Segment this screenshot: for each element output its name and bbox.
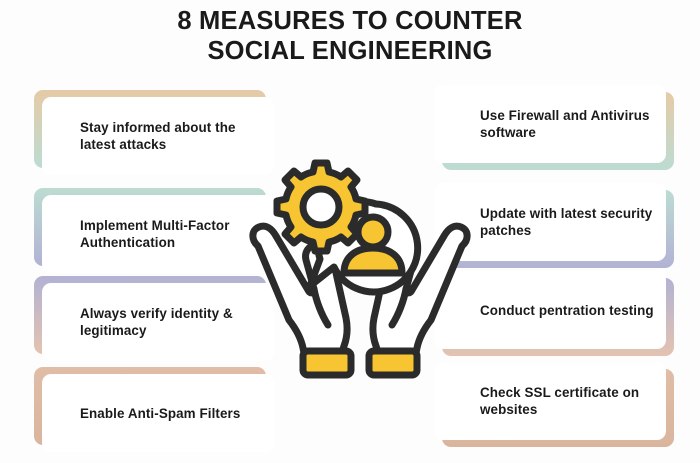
card-label: Stay informed about the latest attacks (80, 120, 236, 152)
card-face: Update with latest security patches (434, 183, 666, 261)
page-title-line-1: 8 MEASURES TO COUNTER (177, 7, 523, 35)
open-hands-illustration (248, 148, 472, 383)
page-title: 8 MEASURES TO COUNTER SOCIAL ENGINEERING (0, 6, 700, 66)
card-face: Stay informed about the latest attacks (42, 97, 274, 175)
page-title-line-2: SOCIAL ENGINEERING (207, 37, 493, 65)
measure-card-6[interactable]: Update with latest security patches (434, 183, 674, 268)
measure-card-1[interactable]: Stay informed about the latest attacks (34, 90, 274, 175)
wrist-cuff-left (299, 347, 355, 379)
card-label: Check SSL certificate on websites (480, 385, 640, 417)
gear-icon (273, 159, 369, 255)
measure-card-8[interactable]: Check SSL certificate on websites (434, 362, 674, 447)
card-label: Implement Multi-Factor Authentication (80, 218, 230, 250)
measure-card-5[interactable]: Use Firewall and Antivirus software (434, 85, 674, 170)
measure-card-7[interactable]: Conduct pentration testing (434, 271, 674, 356)
card-label: Update with latest security patches (480, 206, 653, 238)
card-label: Enable Anti-Spam Filters (80, 405, 241, 421)
card-label: Conduct pentration testing (480, 302, 654, 318)
wrist-cuff-right (365, 347, 421, 379)
user-person-icon (340, 213, 406, 277)
card-label: Use Firewall and Antivirus software (480, 108, 650, 140)
card-face: Implement Multi-Factor Authentication (42, 195, 274, 273)
card-label: Always verify identity & legitimacy (80, 306, 233, 338)
gear-center-hole (299, 185, 343, 229)
card-face: Use Firewall and Antivirus software (434, 85, 666, 163)
card-face: Conduct pentration testing (434, 271, 666, 349)
measure-card-2[interactable]: Implement Multi-Factor Authentication (34, 188, 274, 273)
measure-card-3[interactable]: Always verify identity & legitimacy (34, 276, 274, 361)
card-face: Enable Anti-Spam Filters (42, 374, 274, 452)
measure-card-4[interactable]: Enable Anti-Spam Filters (34, 367, 274, 452)
card-face: Check SSL certificate on websites (434, 362, 666, 440)
card-face: Always verify identity & legitimacy (42, 283, 274, 361)
